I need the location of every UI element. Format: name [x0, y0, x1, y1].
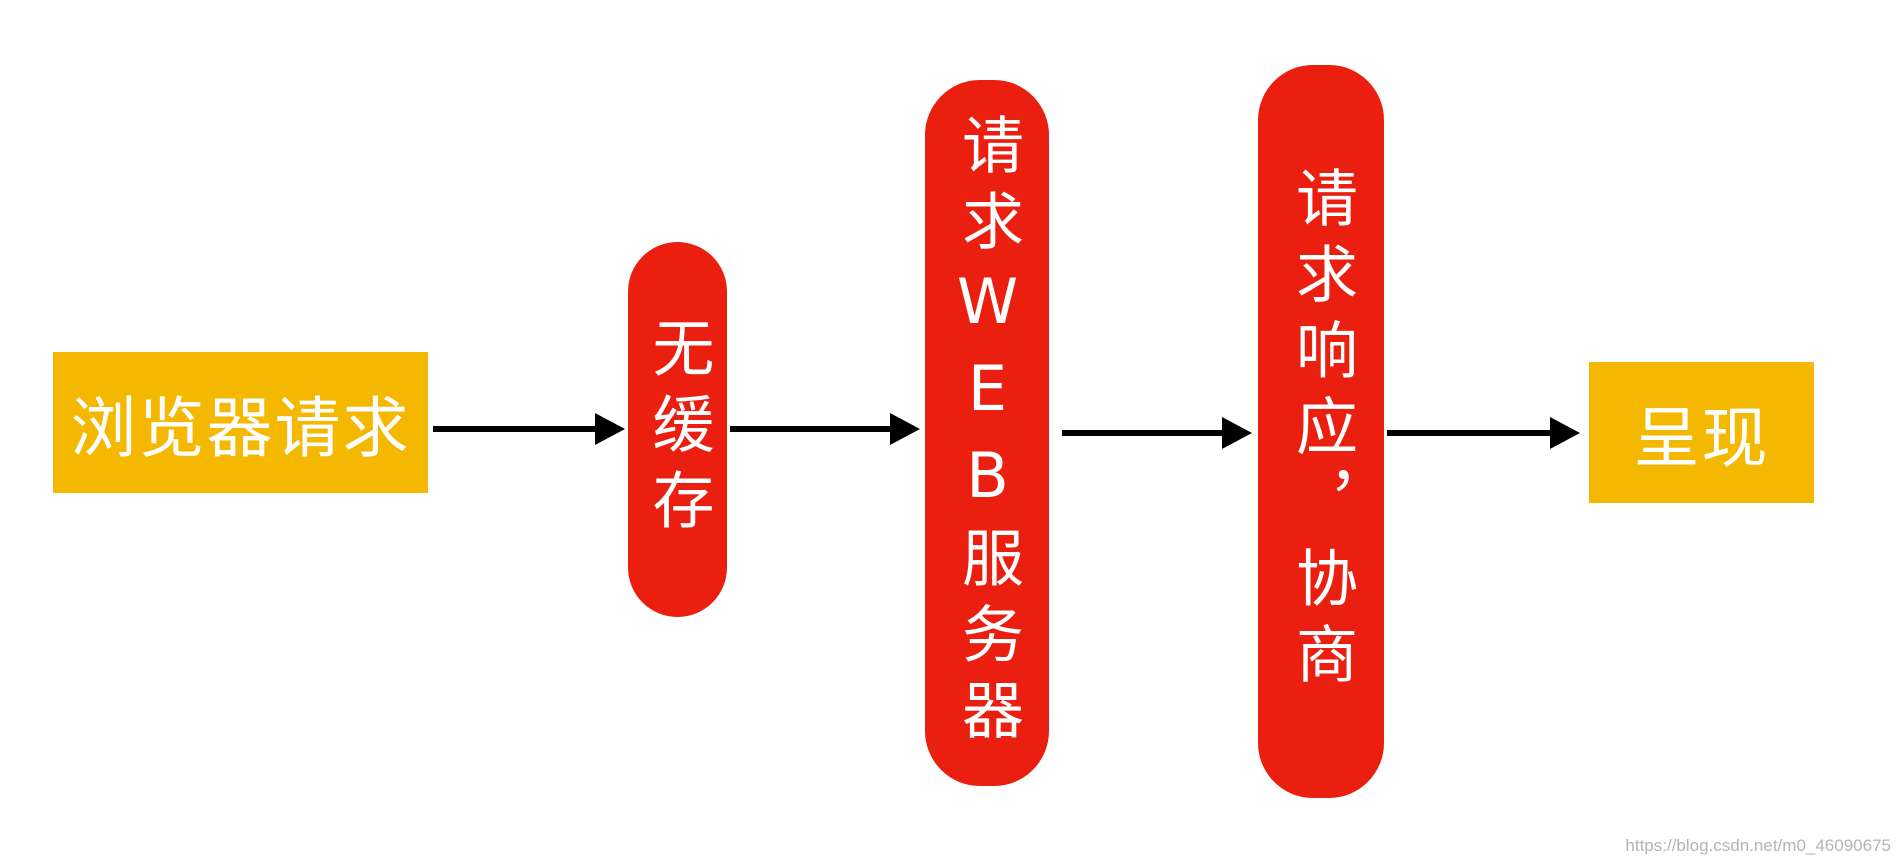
node-browser-request-label: 浏览器请求: [70, 389, 411, 467]
arrow-server-to-response: [1062, 417, 1252, 449]
watermark: https://blog.csdn.net/m0_46090675: [1625, 836, 1891, 855]
node-request-web-server-label: 请求WEB服务器: [951, 112, 1024, 754]
arrow-response-to-render: [1387, 417, 1580, 449]
node-render: 呈现: [1589, 362, 1814, 503]
arrow-no-cache-to-server: [730, 413, 920, 445]
node-no-cache-label: 无缓存: [641, 315, 715, 544]
node-request-response-label: 请求响应，协商: [1285, 165, 1358, 698]
arrow-browser-to-no-cache: [433, 413, 625, 445]
node-browser-request: 浏览器请求: [53, 352, 428, 493]
node-render-label: 呈现: [1633, 399, 1770, 477]
node-request-web-server: 请求WEB服务器: [925, 80, 1049, 786]
node-no-cache: 无缓存: [628, 242, 727, 617]
node-request-response: 请求响应，协商: [1258, 65, 1384, 798]
